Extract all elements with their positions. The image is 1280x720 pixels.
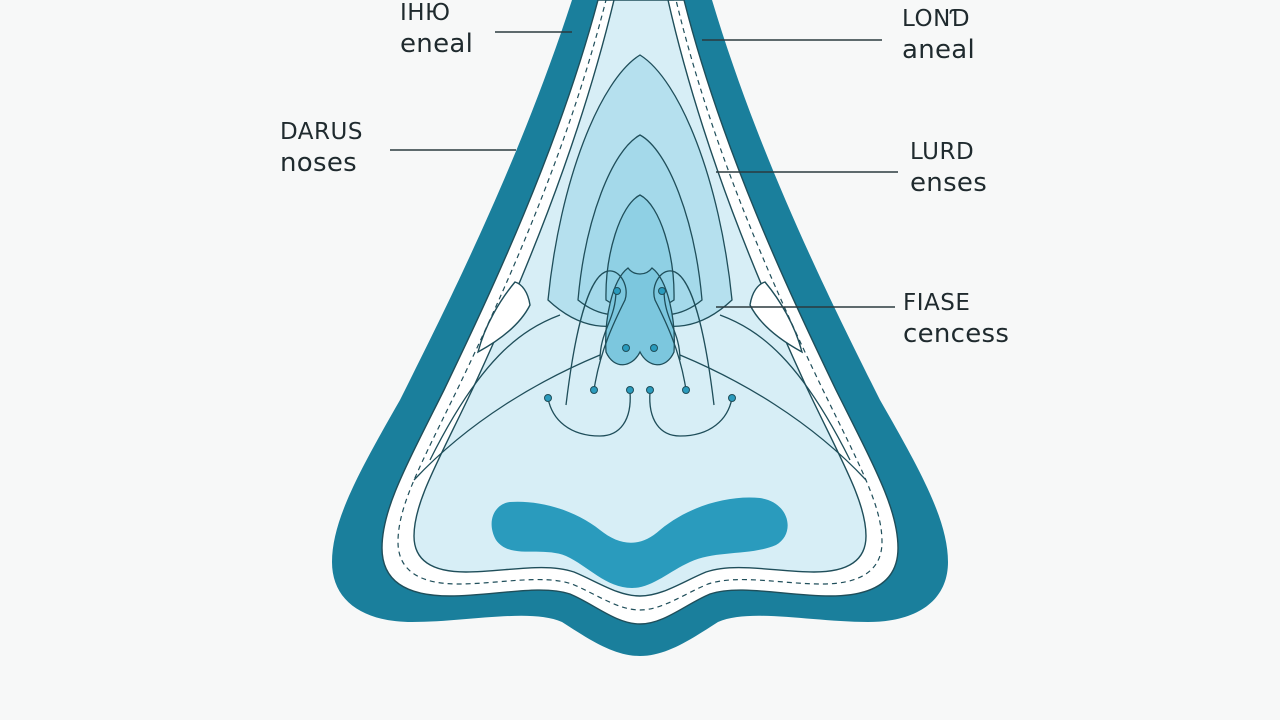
label-mid-left: DARUS noses: [280, 119, 363, 178]
nerve-endings: [544, 287, 736, 402]
nerve-dot: [646, 386, 654, 394]
label-bottom-right-line2: cencess: [903, 319, 1010, 349]
nerve-dot: [682, 386, 690, 394]
internal-curve: [429, 314, 561, 461]
label-top-right-line1: LONƊ: [902, 6, 971, 32]
internal-curve: [663, 289, 681, 361]
septum-core: [605, 267, 675, 366]
internal-curve: [653, 270, 715, 406]
label-bottom-right: FIASE cencess: [903, 290, 1010, 349]
nerve-dot: [613, 287, 621, 295]
internal-curve: [565, 270, 627, 406]
nostril-band: [491, 497, 788, 588]
nerve-dot: [622, 344, 630, 352]
internal-curve: [413, 354, 601, 481]
label-mid-left-line1: DARUS: [280, 119, 363, 145]
label-bottom-right-line1: FIASE: [903, 290, 971, 316]
nerve-dot: [658, 287, 666, 295]
internal-curve: [679, 354, 867, 481]
internal-curve: [599, 289, 617, 361]
nerve-dot: [626, 386, 634, 394]
label-top-left-line1: ІНЮ: [400, 0, 451, 26]
label-mid-left-line2: noses: [280, 148, 357, 178]
dashed-outline: [397, 0, 883, 611]
label-top-right-line2: aneal: [902, 35, 976, 65]
nerve-dot: [544, 394, 552, 402]
internal-curve: [649, 391, 733, 437]
nerve-dot: [590, 386, 598, 394]
label-mid-right-line2: enses: [910, 168, 988, 198]
label-top-left-line2: eneal: [400, 29, 474, 59]
internal-curve: [547, 391, 631, 437]
internal-curve: [719, 314, 851, 461]
label-mid-right: LURD enses: [910, 139, 988, 198]
left-cartilage: [476, 281, 531, 354]
nerve-dot: [650, 344, 658, 352]
nerve-dot: [728, 394, 736, 402]
leader-lines: [390, 31, 898, 308]
label-mid-right-line1: LURD: [910, 139, 975, 165]
internal-curves: [413, 270, 867, 481]
label-top-left: ІНЮ eneal: [400, 0, 474, 59]
right-cartilage: [749, 281, 804, 354]
label-top-right: LONƊ aneal: [902, 6, 976, 65]
